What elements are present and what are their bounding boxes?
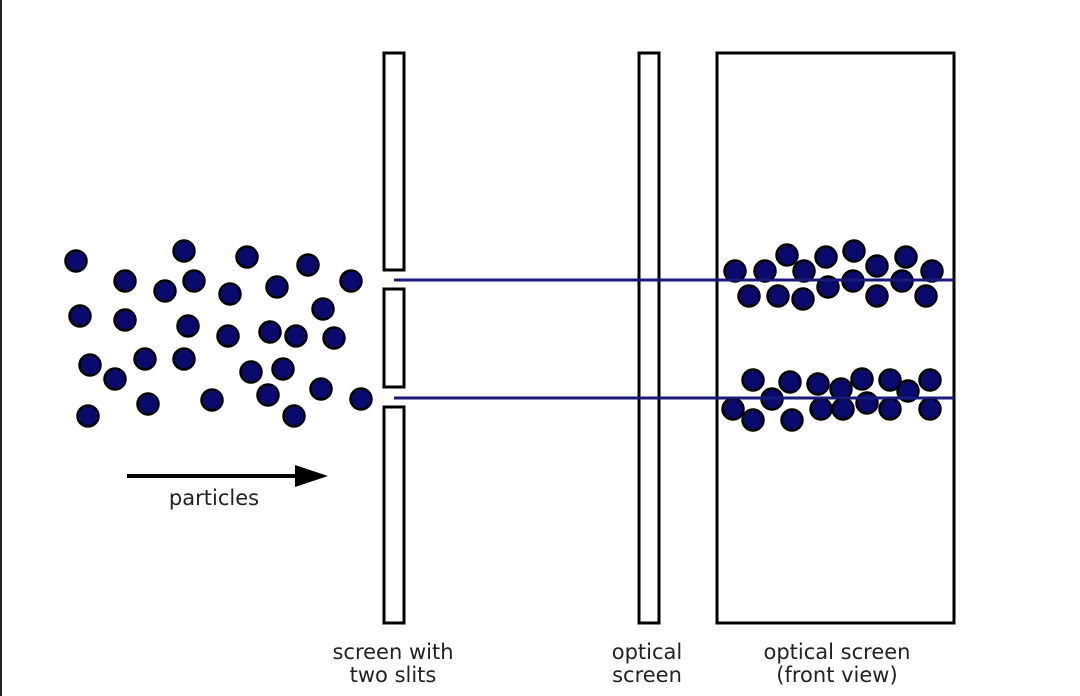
optical-screen-label-line2: screen: [612, 663, 682, 687]
detected-particle-30: [809, 397, 833, 421]
detected-particle-32: [855, 391, 879, 415]
incoming-particle-26: [76, 404, 100, 428]
incoming-particle-17: [322, 326, 346, 350]
detected-particle-3: [775, 243, 799, 267]
incoming-particle-28: [200, 388, 224, 412]
slit-screen: [382, 51, 406, 625]
incoming-particle-8: [265, 275, 289, 299]
detected-particle-9: [920, 259, 944, 283]
incoming-particle-13: [176, 314, 200, 338]
detected-particle-bands: [721, 239, 944, 432]
incoming-particle-5: [182, 269, 206, 293]
detected-particle-5: [814, 245, 838, 269]
incoming-particle-30: [309, 377, 333, 401]
detected-particle-23: [878, 368, 902, 392]
detected-particle-4: [792, 259, 816, 283]
slit-screen-label-line1: screen with: [332, 640, 453, 664]
detected-particle-11: [766, 284, 790, 308]
detected-particle-12: [791, 287, 815, 311]
detected-particle-8: [894, 245, 918, 269]
optical-screen-label-line1: optical: [612, 640, 683, 664]
particles-label: particles: [169, 486, 259, 510]
detected-particle-22: [850, 367, 874, 391]
incoming-particle-11: [68, 304, 92, 328]
incoming-particle-10: [339, 269, 363, 293]
detected-particle-1: [723, 259, 747, 283]
detected-particle-7: [865, 254, 889, 278]
incoming-particle-14: [216, 324, 240, 348]
optical-screen-front-view: [715, 51, 956, 625]
detected-particle-27: [741, 408, 765, 432]
incoming-particle-27: [136, 392, 160, 416]
detected-particle-24: [896, 379, 920, 403]
detected-particle-26: [721, 397, 745, 421]
detected-particle-29: [780, 408, 804, 432]
incoming-particle-16: [284, 324, 308, 348]
incoming-particle-29: [282, 404, 306, 428]
incoming-particle-18: [311, 297, 335, 321]
detected-particle-18: [741, 368, 765, 392]
detected-particle-13: [816, 275, 840, 299]
incoming-particle-12: [113, 308, 137, 332]
optical-screen-side: [637, 51, 661, 625]
right-arrow-icon: [127, 465, 328, 487]
front-view-label-line2: (front view): [776, 663, 897, 687]
incoming-particle-31: [349, 387, 373, 411]
detected-particle-2: [753, 259, 777, 283]
incoming-particle-22: [172, 347, 196, 371]
slit-screen-top-segment: [382, 51, 406, 272]
slit-screen-label-line2: two slits: [350, 663, 437, 687]
slit-screen-middle-segment: [382, 287, 406, 389]
front-view-label-line1: optical screen: [764, 640, 911, 664]
detected-particle-31: [831, 397, 855, 421]
incoming-particle-1: [64, 249, 88, 273]
incoming-particle-23: [239, 360, 263, 384]
detected-particle-19: [778, 370, 802, 394]
incoming-particles: [64, 239, 373, 428]
detected-particle-21: [829, 377, 853, 401]
detected-particle-34: [918, 397, 942, 421]
detected-particle-15: [865, 284, 889, 308]
incoming-particle-24: [271, 357, 295, 381]
incoming-particle-2: [113, 269, 137, 293]
slit-screen-bottom-segment: [382, 405, 406, 625]
incoming-particle-7: [235, 245, 259, 269]
incoming-particle-3: [153, 279, 177, 303]
detected-particle-6: [842, 239, 866, 263]
detected-particle-33: [878, 397, 902, 421]
detected-particle-20: [806, 372, 830, 396]
incoming-particle-20: [103, 367, 127, 391]
detected-particle-10: [737, 284, 761, 308]
incoming-particle-15: [258, 320, 282, 344]
detected-particle-25: [918, 368, 942, 392]
incoming-particle-6: [218, 282, 242, 306]
incoming-particle-19: [78, 353, 102, 377]
incoming-particle-4: [172, 239, 196, 263]
incoming-particle-9: [296, 253, 320, 277]
incoming-particle-21: [133, 347, 157, 371]
incoming-particle-25: [256, 383, 280, 407]
detected-particle-17: [914, 284, 938, 308]
